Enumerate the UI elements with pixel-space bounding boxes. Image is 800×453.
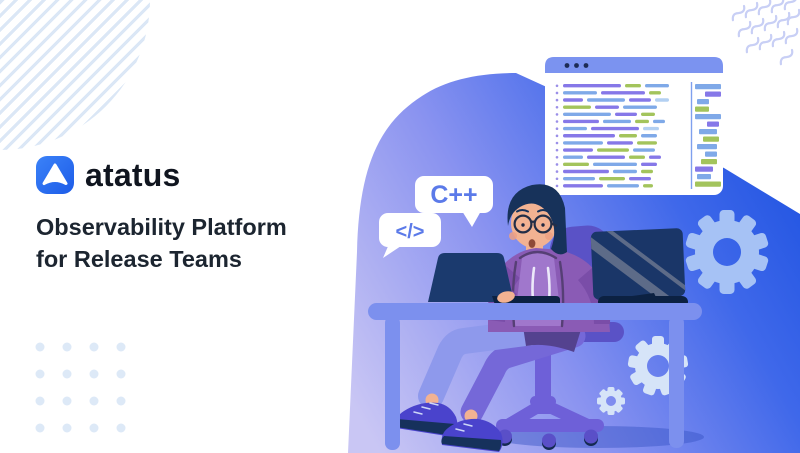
headline-line2: for Release Teams <box>36 246 242 272</box>
code-lines <box>555 84 669 188</box>
gear-icon <box>685 210 769 294</box>
gears-decoration <box>597 210 769 415</box>
code-tag-label: </> <box>396 221 425 243</box>
desk-leg-left <box>385 316 400 450</box>
eyebrows <box>516 209 549 213</box>
leg-back <box>460 324 586 424</box>
leg-front <box>418 318 554 409</box>
editor-minimap <box>695 84 721 187</box>
blush <box>545 232 553 240</box>
glasses-icon <box>513 214 558 234</box>
window-controls-icon <box>564 63 589 68</box>
brand-name: atatus <box>85 156 181 193</box>
gear-icon <box>597 387 625 415</box>
laptop <box>428 253 514 302</box>
editor-titlebar <box>545 57 723 73</box>
mouth <box>528 239 536 248</box>
desktop-monitor <box>590 228 686 300</box>
dot-grid-decoration <box>35 342 126 433</box>
editor-card <box>545 57 723 195</box>
speech-bubble-code: </> <box>379 213 441 258</box>
desk-leg-right <box>669 316 684 448</box>
corner-waves-decoration <box>729 0 800 67</box>
sneaker-back <box>441 418 503 452</box>
page-title: Observability Platform for Release Teams <box>36 211 287 275</box>
hair <box>507 184 567 255</box>
code-editor-window <box>545 57 723 195</box>
sneaker-front <box>394 402 458 437</box>
brand-lockup: atatus <box>36 156 180 194</box>
desk-top <box>368 303 702 320</box>
headline-line1: Observability Platform <box>36 214 287 240</box>
cpp-label: C++ <box>430 181 477 209</box>
eye <box>521 223 525 227</box>
head <box>507 184 567 255</box>
hand <box>497 291 515 303</box>
chair-base <box>496 350 604 450</box>
eye <box>541 223 545 227</box>
blush <box>509 232 517 240</box>
speech-bubble-cpp: C++ <box>415 176 493 227</box>
atatus-logo-icon <box>36 156 74 194</box>
desk <box>368 303 702 450</box>
